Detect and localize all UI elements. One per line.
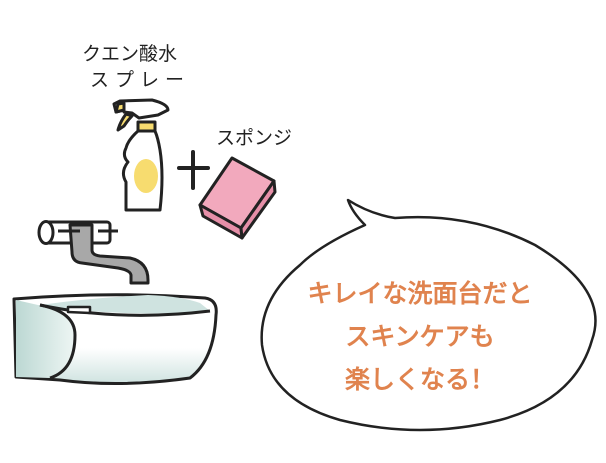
bubble-line-3: 楽しくなる！ [345, 365, 495, 394]
sink-icon [12, 293, 218, 386]
bubble-line-1: キレイな洗面台だと [307, 279, 532, 308]
sponge-label: スポンジ [216, 127, 292, 149]
sponge-icon [198, 156, 277, 240]
faucet-icon [37, 220, 150, 285]
plus-icon [177, 150, 210, 190]
speech-bubble: キレイな洗面台だと スキンケアも 楽しくなる！ [260, 198, 597, 432]
bubble-line-2: スキンケアも [345, 322, 494, 351]
spray-bottle-icon [112, 98, 170, 212]
spray-label-line2: スプレー [90, 69, 190, 91]
spray-label-line1: クエン酸水 [82, 43, 177, 65]
